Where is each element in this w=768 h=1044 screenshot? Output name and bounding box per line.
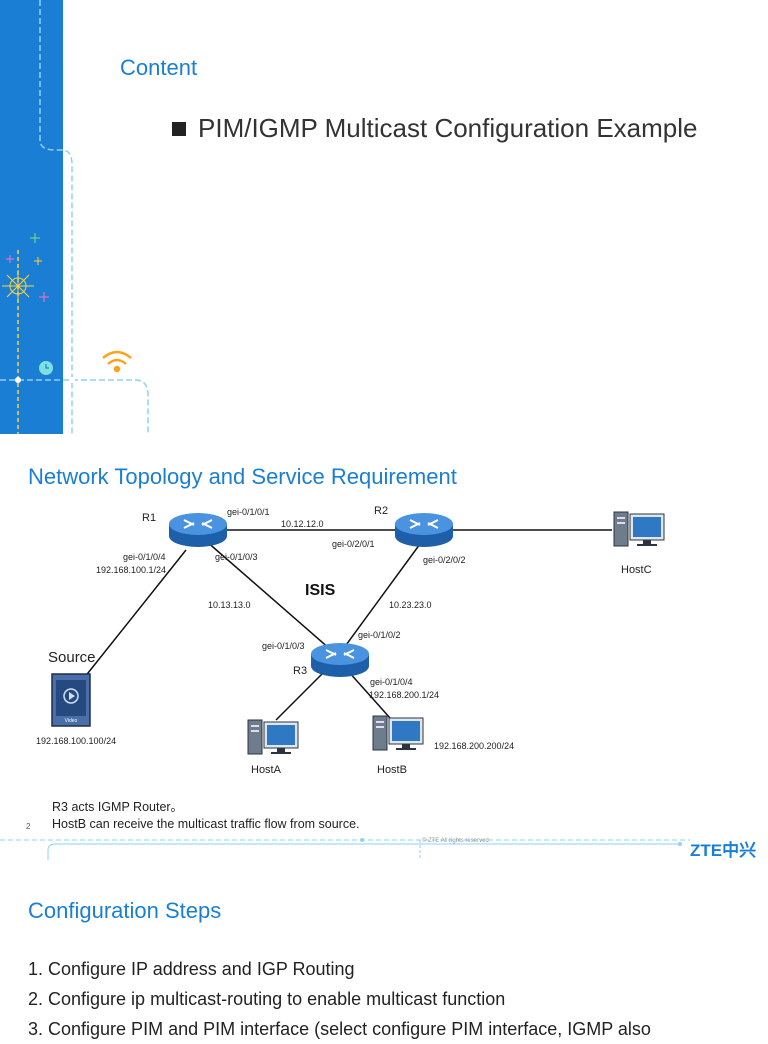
r1-interface-label: gei-0/1/0/3 <box>215 552 258 562</box>
host-b-ip-address: 192.168.200.200/24 <box>434 741 514 751</box>
list-item: 2. Configure ip multicast-routing to ena… <box>28 989 506 1009</box>
page-number: 2 <box>26 822 31 831</box>
host-c-computer-icon <box>613 511 665 547</box>
host-a-label: HostA <box>251 764 282 776</box>
r3-interface-label: gei-0/1/0/3 <box>262 641 305 651</box>
network-links <box>83 529 612 721</box>
source-label: Source <box>48 649 96 666</box>
r3-interface-label: gei-0/1/0/4 <box>370 677 413 687</box>
link-r3-hostb <box>347 670 391 719</box>
protocol-label: ISIS <box>305 582 336 599</box>
copyright-text: © ZTE All rights reserved <box>422 838 489 844</box>
steps-list: 1. Configure IP address and IGP Routing … <box>28 954 651 1044</box>
router-r2-label: R2 <box>374 505 388 517</box>
content-slide: Content PIM/IGMP Multicast Configuration… <box>0 0 768 434</box>
wifi-icon <box>102 350 132 373</box>
r1-source-interface-address: 192.168.100.1/24 <box>96 565 166 575</box>
video-source-icon: Video <box>51 673 91 727</box>
r2-interface-label: gei-0/2/0/1 <box>332 539 375 549</box>
r2-interface-label: gei-0/2/0/2 <box>423 555 466 565</box>
agenda-item: PIM/IGMP Multicast Configuration Example <box>172 113 697 144</box>
alarm-clock-icon <box>39 361 53 375</box>
list-item: 3. Configure PIM and PIM interface (sele… <box>28 1019 651 1039</box>
slide-title: Network Topology and Service Requirement <box>28 464 457 489</box>
footer-decoration <box>0 838 690 860</box>
agenda-item-text: PIM/IGMP Multicast Configuration Example <box>198 113 698 143</box>
side-accent-bar <box>0 0 63 434</box>
link-r1-source <box>83 549 187 679</box>
host-a-computer-icon <box>247 719 299 755</box>
host-c-label: HostC <box>621 564 652 576</box>
topology-slide: Network Topology and Service Requirement <box>0 446 768 868</box>
router-r2-icon <box>394 512 454 548</box>
bullet-square-icon <box>172 121 186 136</box>
requirement-note: HostB can receive the multicast traffic … <box>52 817 360 831</box>
link-r1-r2-address: 10.12.12.0 <box>281 519 324 529</box>
router-r1-label: R1 <box>142 512 156 524</box>
sparkle-icon <box>2 270 34 302</box>
r3-interface-label: gei-0/1/0/2 <box>358 630 401 640</box>
source-ip-address: 192.168.100.100/24 <box>36 736 116 746</box>
slide-title: Content <box>120 55 198 80</box>
list-item: 1. Configure IP address and IGP Routing <box>28 959 355 979</box>
router-r1-icon <box>168 512 228 548</box>
network-topology-diagram: Video R1 R2 R3 ISIS gei-0/1/0/1 10.12.12… <box>36 505 665 776</box>
configuration-steps-slide: Configuration Steps 1. Configure IP addr… <box>0 880 768 1039</box>
link-r2-r3 <box>337 543 421 657</box>
video-caption: Video <box>65 718 78 724</box>
link-r1-r3 <box>197 533 339 657</box>
r1-interface-label: gei-0/1/0/1 <box>227 507 270 517</box>
link-r2-r3-address: 10.23.23.0 <box>389 600 432 610</box>
r3-hostb-interface-address: 192.168.200.1/24 <box>369 690 439 700</box>
host-b-label: HostB <box>377 764 407 776</box>
decorative-circuit-graphic <box>0 0 149 434</box>
r1-interface-label: gei-0/1/0/4 <box>123 552 166 562</box>
link-r3-hosta <box>275 670 326 721</box>
host-b-computer-icon <box>372 715 424 751</box>
link-r1-r3-address: 10.13.13.0 <box>208 600 251 610</box>
slide-title: Configuration Steps <box>28 898 222 923</box>
router-r3-label: R3 <box>293 665 307 677</box>
zte-logo: ZTE中兴 <box>690 841 757 860</box>
requirement-note: R3 acts IGMP Router。 <box>52 800 184 814</box>
router-r3-icon <box>310 642 370 678</box>
